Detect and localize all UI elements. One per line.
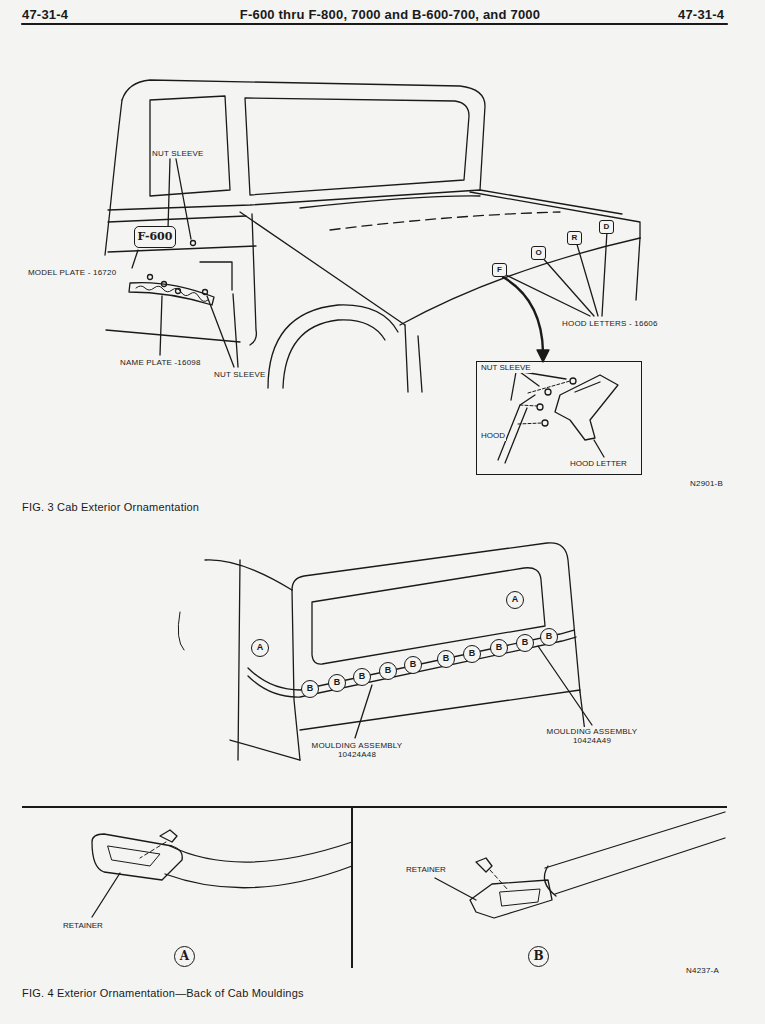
part-label: NUT SLEEVE <box>152 149 204 158</box>
part-label: MOULDING ASSEMBLY 10424A48 <box>305 741 409 759</box>
node-text: F <box>497 266 502 275</box>
part-label: NUT SLEEVE <box>480 364 532 373</box>
part-label: HOOD LETTERS - 16606 <box>562 319 658 328</box>
view-circle: B <box>528 946 549 967</box>
callout-circle: B <box>379 662 397 680</box>
figure-caption: FIG. 4 Exterior Ornamentation—Back of Ca… <box>22 987 304 1000</box>
part-label: MODEL PLATE - 16720 <box>28 268 116 277</box>
part-label: MOULDING ASSEMBLY 10424A49 <box>540 727 644 745</box>
node-text: B <box>496 643 503 653</box>
node-text: B <box>469 649 476 659</box>
node-text: B <box>334 678 341 688</box>
hood-letter: O <box>531 246 546 260</box>
node-text: O <box>535 249 541 258</box>
part-label: N4237-A <box>686 966 719 975</box>
node-text: B <box>546 632 553 642</box>
detail-panel: RETAINER A <box>22 806 353 968</box>
node-text: B <box>533 950 543 963</box>
node-text: B <box>307 684 314 694</box>
figure-caption: FIG. 3 Cab Exterior Ornamentation <box>22 501 199 514</box>
callout-circle: B <box>404 656 422 674</box>
callout-circle: B <box>540 628 558 646</box>
callout-circle: B <box>490 639 508 657</box>
hood-letter: F <box>492 263 507 277</box>
part-label: RETAINER <box>405 866 447 875</box>
node-text: B <box>359 672 366 682</box>
page-header: F-600 thru F-800, 7000 and B-600-700, an… <box>190 7 590 23</box>
callout-circle: A <box>506 591 524 609</box>
hood-letter: R <box>567 231 582 245</box>
hood-letter: D <box>599 220 614 234</box>
node-text: B <box>443 654 450 664</box>
detail-inset: NUT SLEEVE HOOD HOOD LETTER <box>476 361 642 475</box>
page-header: 47-31-4 <box>678 7 724 23</box>
node-text: A <box>257 643 264 653</box>
callout-circle: B <box>516 634 534 652</box>
model-plate: F-600 <box>134 226 176 248</box>
callout-circle: B <box>463 645 481 663</box>
page-header: 47-31-4 <box>22 7 68 23</box>
part-label: N2901-B <box>690 479 723 488</box>
node-text: F-600 <box>138 231 173 243</box>
callout-circle: A <box>251 639 269 657</box>
node-text: B <box>410 660 417 670</box>
node-text: B <box>522 638 529 648</box>
part-label: HOOD <box>480 432 506 441</box>
part-label: NUT SLEEVE <box>214 370 266 379</box>
node-text: A <box>180 950 189 963</box>
callout-circle: B <box>353 668 371 686</box>
part-label: RETAINER <box>62 922 104 931</box>
callout-circle: B <box>301 680 319 698</box>
view-circle: A <box>174 946 195 967</box>
part-label: NAME PLATE -16098 <box>120 358 201 367</box>
callout-circle: B <box>437 650 455 668</box>
node-text: B <box>385 666 392 676</box>
node-text: A <box>512 595 519 605</box>
detail-panel: RETAINER B <box>353 806 727 968</box>
node-text: R <box>572 234 578 243</box>
node-text: D <box>604 223 610 232</box>
part-label: HOOD LETTER <box>569 460 628 469</box>
callout-circle: B <box>328 674 346 692</box>
